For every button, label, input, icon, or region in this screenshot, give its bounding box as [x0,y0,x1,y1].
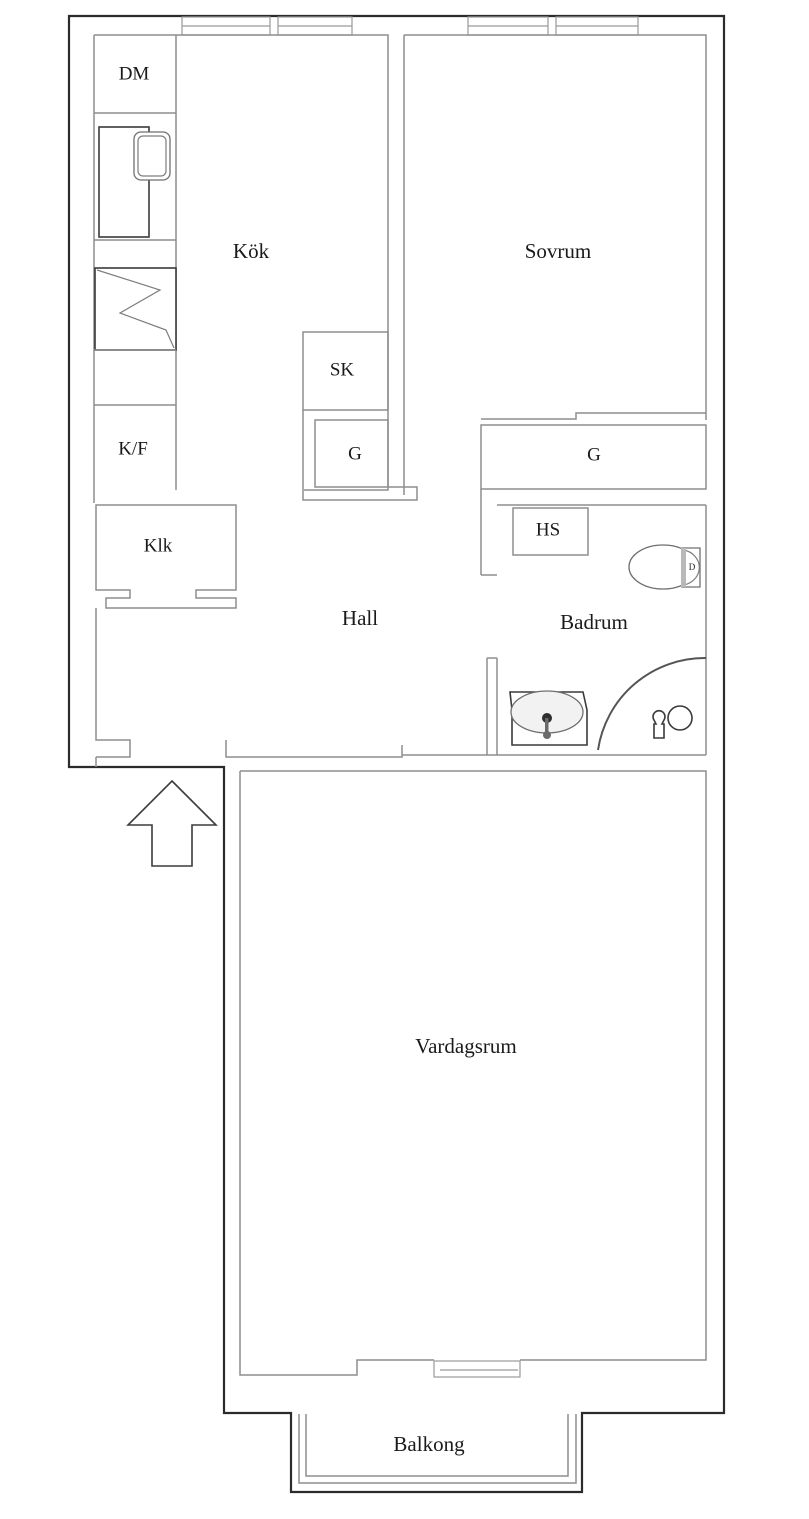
wardrobe-hall [302,410,418,501]
hall-right-wall [225,740,403,758]
balcony-door [433,1360,521,1378]
label-kf: K/F [118,438,148,459]
label-dm: DM [119,63,150,84]
room-klk [95,504,237,609]
kitchen-stove [94,267,177,406]
label-g-bedroom: G [587,444,601,465]
room-sovrum [403,34,707,495]
shower-mixer [652,709,666,739]
label-hs: HS [536,519,560,540]
hall-left-wall [95,608,131,767]
label-vardagsrum: Vardagsrum [415,1034,516,1058]
label-kok: Kök [233,239,270,263]
entrance-direction-arrow [126,779,218,867]
floor-drain [667,705,693,731]
room-balkong [298,1414,577,1484]
label-klk: Klk [144,535,173,556]
room-labels: Kök Sovrum Hall Badrum Vardagsrum Balkon… [144,239,628,1456]
room-badrum: D [402,504,707,756]
label-g-hall: G [348,443,362,464]
outer-walls [67,14,726,1494]
laundry-hs [512,507,589,556]
wardrobe-bedroom [480,412,707,576]
closet-sk [302,331,389,411]
label-badrum: Badrum [560,610,628,634]
kitchen-sink [94,126,176,241]
label-sk: SK [330,359,355,380]
room-vardagsrum [239,770,707,1378]
toilet-label: D [689,562,696,572]
room-kok [93,34,389,503]
label-balkong: Balkong [393,1432,465,1456]
toilet: D [628,544,701,590]
label-hall: Hall [342,606,378,630]
washbasin [509,690,588,746]
annotation-labels: DM K/F SK G G HS [118,63,601,540]
label-sovrum: Sovrum [525,239,592,263]
shower-door-swing [597,656,707,751]
